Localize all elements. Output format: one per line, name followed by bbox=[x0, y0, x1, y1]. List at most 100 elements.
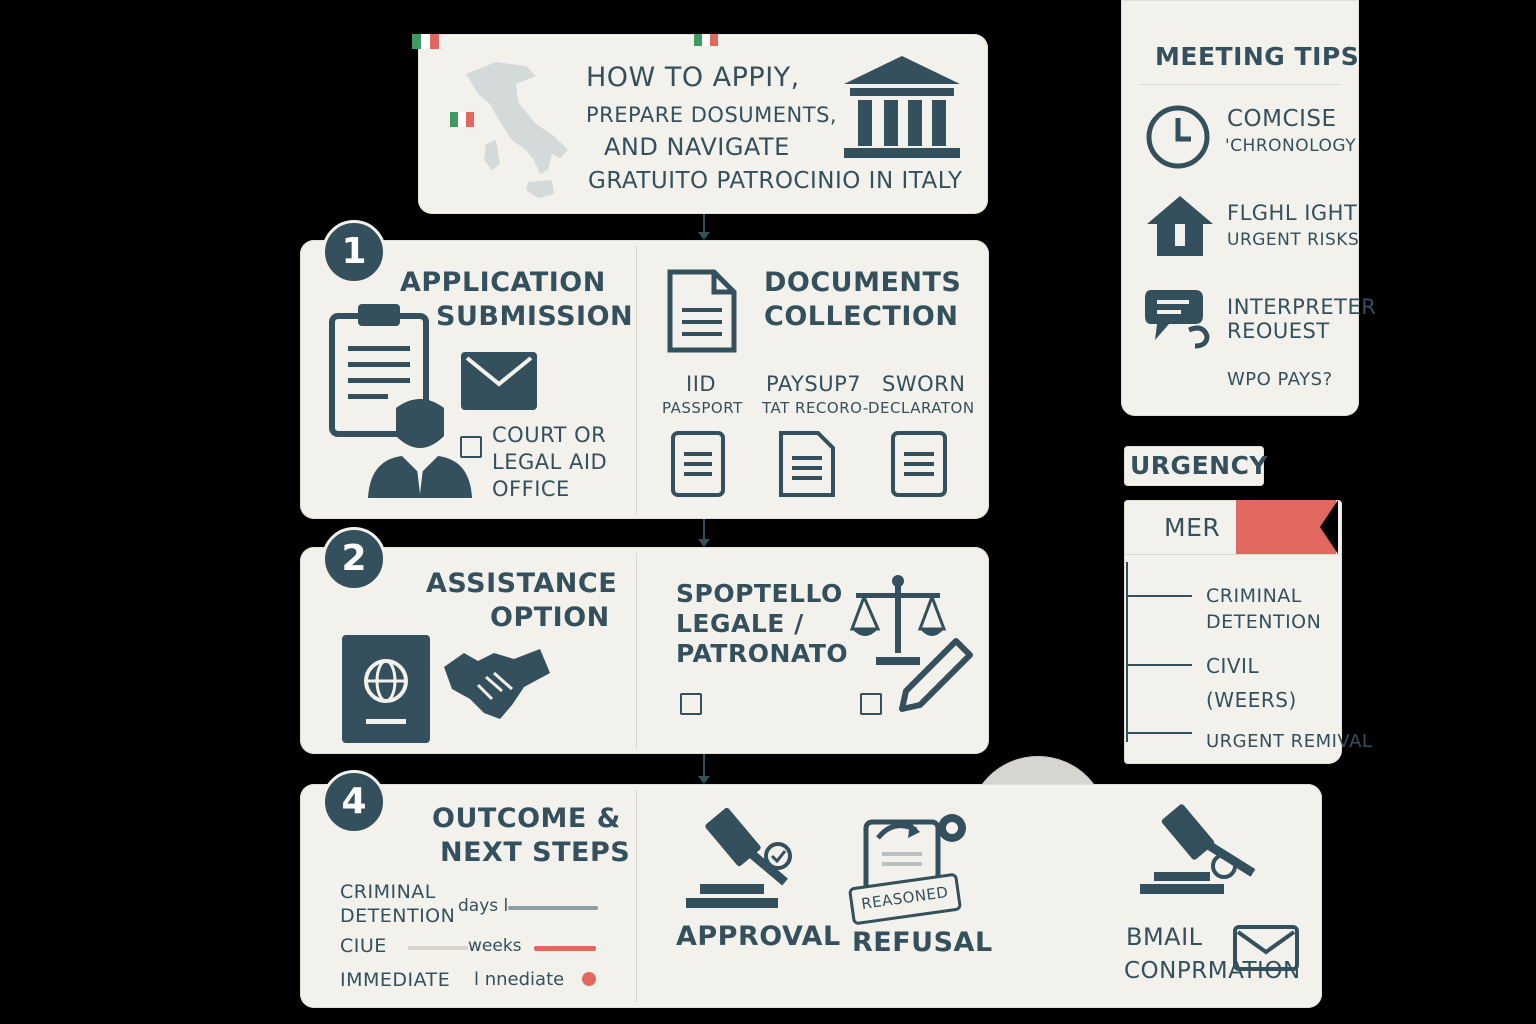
urgency-tab-label: MER bbox=[1164, 513, 1221, 542]
flow-arrow bbox=[698, 519, 710, 547]
urgency-timeline bbox=[1126, 562, 1128, 742]
sworn-document-icon bbox=[891, 431, 947, 497]
tip-interpreter-2: REOUEST bbox=[1227, 319, 1330, 343]
outcome-title-1: OUTCOME & bbox=[432, 803, 621, 834]
sportello-checkbox[interactable] bbox=[680, 693, 702, 715]
tips-title: MEETING TIPS bbox=[1155, 42, 1360, 71]
email-text-1: BMAIL bbox=[1126, 923, 1203, 951]
clock-icon bbox=[1146, 105, 1210, 169]
tip-concise-1: COMCISE bbox=[1227, 106, 1337, 132]
tip-highlight-2: URGENT RISKS bbox=[1227, 230, 1360, 250]
urgency-separator bbox=[1124, 554, 1342, 555]
urgency-title-box: URGENCY bbox=[1124, 446, 1268, 486]
step1-divider bbox=[636, 246, 637, 514]
house-alert-icon bbox=[1147, 196, 1213, 256]
gavel-icon bbox=[1140, 804, 1256, 894]
urgency-panel: MER CRIMINAL DETENTION CIVIL (WEERS) URG… bbox=[1124, 500, 1372, 764]
application-title-2: SUBMISSION bbox=[436, 301, 634, 332]
urgency-removal: URGENT REMIVAL bbox=[1206, 731, 1373, 752]
urgency-ribbon bbox=[1236, 500, 1336, 554]
row-criminal-label-2: DETENTION bbox=[340, 905, 456, 927]
doc-pay-sub: TAT RECORO- bbox=[762, 399, 869, 417]
tip-who-pays: WPO PAYS? bbox=[1227, 369, 1333, 390]
urgency-criminal-2: DETENTION bbox=[1206, 611, 1322, 633]
documents-title-2: COLLECTION bbox=[764, 301, 959, 332]
assistance-title-2: OPTION bbox=[490, 602, 610, 633]
step1-badge: 1 bbox=[322, 220, 386, 284]
documents-title-1: DOCUMENTS bbox=[764, 267, 962, 298]
header-title-1: HOW TO APPIY, bbox=[586, 62, 800, 93]
doc-id-sub: PASSPORT bbox=[662, 399, 743, 417]
step4-divider bbox=[636, 790, 637, 1002]
row-immediate-dot bbox=[582, 972, 596, 986]
pen-icon bbox=[899, 638, 973, 712]
flow-arrow bbox=[698, 754, 710, 784]
step4-card: OUTCOME & NEXT STEPS CRIMINAL DETENTION … bbox=[300, 784, 1322, 1008]
patronato-checkbox[interactable] bbox=[860, 693, 882, 715]
doc-sworn-sub: DECLARATON bbox=[868, 399, 975, 417]
italy-flag-icon bbox=[694, 34, 718, 46]
scales-of-justice-icon bbox=[850, 575, 946, 665]
step4-badge: 4 bbox=[322, 770, 386, 834]
handshake-icon bbox=[444, 649, 550, 719]
header-title-2: PREPARE DOSUMENTS, bbox=[586, 103, 838, 127]
speech-bubble-icon bbox=[1145, 290, 1210, 349]
court-text-2: LEGAL AID bbox=[492, 450, 608, 474]
outcome-title-2: NEXT STEPS bbox=[440, 837, 631, 868]
sportello-text-1: SPOPTELLO bbox=[676, 579, 843, 608]
sportello-text-3: PATRONATO bbox=[676, 639, 849, 668]
email-envelope-icon bbox=[1233, 925, 1299, 971]
person-icon bbox=[368, 399, 472, 498]
step2-badge: 2 bbox=[322, 527, 386, 591]
step2-divider bbox=[636, 553, 637, 749]
court-text-1: COURT OR bbox=[492, 423, 607, 447]
urgency-title: URGENCY bbox=[1130, 451, 1269, 480]
row-civil-value: weeks bbox=[468, 936, 522, 956]
flow-arrow bbox=[698, 214, 710, 240]
header-card: HOW TO APPIY, PREPARE DOSUMENTS, AND NAV… bbox=[418, 34, 988, 214]
courthouse-icon bbox=[844, 56, 960, 158]
clipboard-icon bbox=[329, 304, 429, 437]
pay-document-icon bbox=[779, 431, 835, 497]
tips-separator bbox=[1139, 84, 1341, 85]
urgency-civil-1: CIVIL bbox=[1206, 654, 1260, 678]
header-title-4: GRATUITO PATROCINIO IN ITALY bbox=[588, 168, 963, 194]
urgency-tick bbox=[1126, 595, 1192, 597]
refusal-label: REFUSAL bbox=[852, 927, 993, 958]
approval-label: APPROVAL bbox=[676, 921, 841, 952]
tip-highlight-1: FLGHL IGHT bbox=[1227, 201, 1358, 225]
step1-card: APPLICATION SUBMISSION COURT OR LEGAL AI… bbox=[300, 240, 989, 519]
row-civil-bar-left bbox=[408, 946, 468, 950]
row-civil-bar bbox=[534, 946, 596, 951]
header-title-3: AND NAVIGATE bbox=[604, 133, 790, 161]
italy-flag-icon bbox=[412, 34, 439, 49]
envelope-icon bbox=[461, 352, 537, 410]
urgency-tick bbox=[1126, 664, 1192, 666]
tip-concise-2: 'CHRONOLOGY bbox=[1225, 136, 1357, 156]
urgency-criminal-1: CRIMINAL bbox=[1206, 585, 1302, 607]
row-civil-label: CIUE bbox=[340, 935, 387, 957]
gavel-approval-icon bbox=[686, 807, 792, 908]
urgency-tick bbox=[1126, 732, 1192, 734]
tip-interpreter-1: INTERPRETER bbox=[1227, 295, 1377, 319]
italy-map-icon bbox=[466, 62, 568, 198]
doc-pay-title: PAYSUP7 bbox=[766, 372, 862, 396]
row-immediate-value: l nnediate bbox=[474, 969, 565, 990]
urgency-ribbon-notch bbox=[1320, 500, 1338, 554]
assistance-title-1: ASSISTANCE bbox=[426, 568, 618, 599]
row-immediate-label: IMMEDIATE bbox=[340, 969, 451, 991]
document-icon bbox=[667, 269, 737, 353]
step2-card: ASSISTANCE OPTION SPOPTELLO LEGALE / PAT… bbox=[300, 547, 989, 754]
passport-icon bbox=[342, 635, 430, 743]
application-title-1: APPLICATION bbox=[400, 267, 606, 298]
reasoned-stamp-text: REASONED bbox=[860, 882, 950, 914]
court-checkbox[interactable] bbox=[460, 436, 482, 458]
row-criminal-bar bbox=[508, 906, 598, 910]
doc-id-title: IID bbox=[686, 372, 717, 396]
id-document-icon bbox=[671, 431, 725, 497]
italy-flag-icon bbox=[450, 112, 474, 127]
row-criminal-value: days l bbox=[458, 896, 509, 916]
court-text-3: OFFICE bbox=[492, 477, 570, 501]
row-criminal-label-1: CRIMINAL bbox=[340, 881, 436, 903]
doc-sworn-title: SWORN bbox=[882, 372, 966, 396]
